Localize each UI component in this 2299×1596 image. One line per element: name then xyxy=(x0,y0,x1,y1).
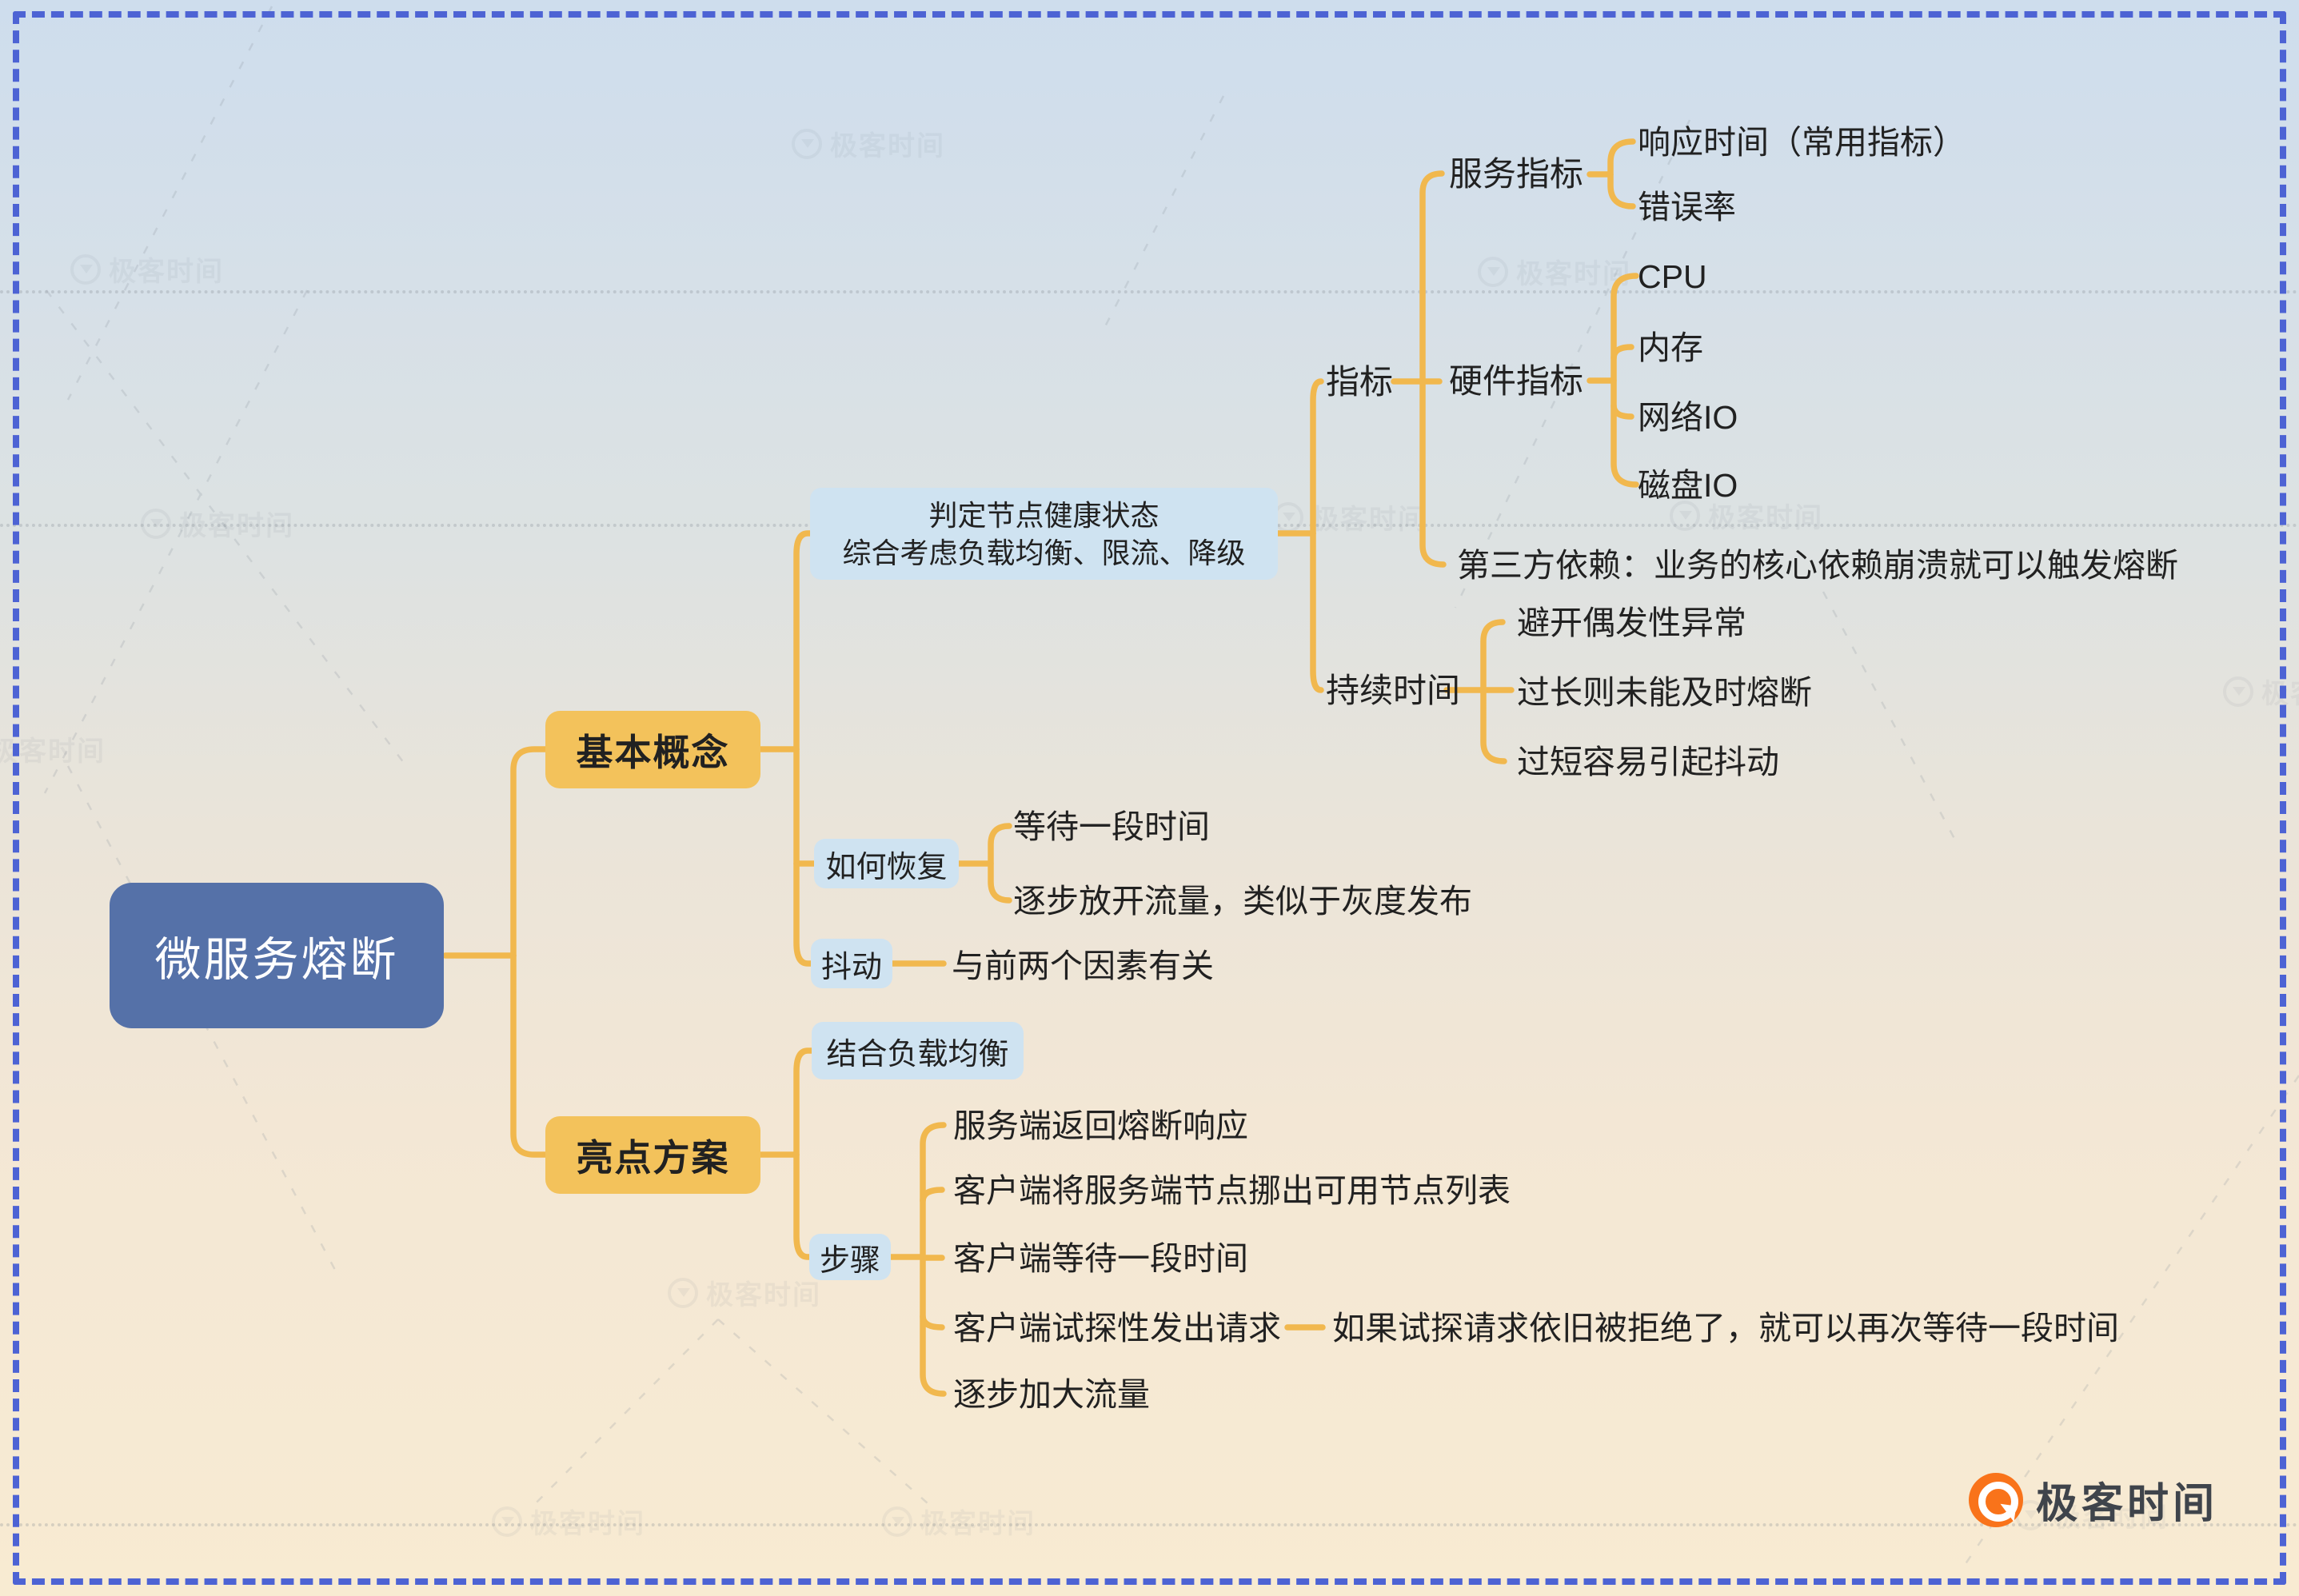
leaf-response-time[interactable]: 响应时间（常用指标） xyxy=(1638,124,1966,161)
leaf-step-server-returns[interactable]: 服务端返回熔断响应 xyxy=(953,1107,1248,1144)
geektime-watermark-icon xyxy=(141,508,171,539)
topic-node-basic-concepts[interactable]: 基本概念 xyxy=(545,711,760,788)
subtopic-node-how-to-recover[interactable]: 如何恢复 xyxy=(814,839,959,888)
geektime-watermark-icon xyxy=(668,1277,698,1308)
geektime-watermark-icon xyxy=(882,1506,912,1537)
topic-label: 亮点方案 xyxy=(576,1136,730,1179)
geektime-watermark-icon xyxy=(792,128,822,159)
watermark: 极客时间 xyxy=(141,504,294,543)
jitter-label: 抖动 xyxy=(820,950,882,984)
subtopic-node-steps[interactable]: 步骤 xyxy=(809,1234,891,1280)
watermark: 极客时间 xyxy=(70,249,224,289)
label-node-duration[interactable]: 持续时间 xyxy=(1326,672,1461,709)
leaf-too-long[interactable]: 过长则未能及时熔断 xyxy=(1517,674,1812,711)
topic-label: 基本概念 xyxy=(576,731,730,773)
dotted-rule xyxy=(0,290,2299,293)
leaf-third-party-dependency[interactable]: 第三方依赖：业务的核心依赖崩溃就可以触发熔断 xyxy=(1457,547,2178,584)
geektime-brand: 极客时间 xyxy=(1969,1470,2218,1530)
leaf-memory[interactable]: 内存 xyxy=(1638,329,1703,366)
watermark: 极客时间 xyxy=(792,124,945,163)
geektime-watermark-icon xyxy=(1478,256,1508,287)
leaf-cpu[interactable]: CPU xyxy=(1638,258,1707,295)
dotted-rule xyxy=(0,1523,2299,1526)
root-node-microservice-circuit-breaking[interactable]: 微服务熔断 xyxy=(110,883,444,1028)
watermark: 极客时间 xyxy=(882,1502,1036,1541)
judge-health-line2: 综合考虑负载均衡、限流、降级 xyxy=(842,536,1246,569)
subtopic-node-judge-health[interactable]: 判定节点健康状态 综合考虑负载均衡、限流、降级 xyxy=(810,488,1278,580)
geektime-watermark-icon xyxy=(70,253,101,285)
geektime-watermark-icon xyxy=(492,1506,522,1537)
leaf-step-client-waits[interactable]: 客户端等待一段时间 xyxy=(953,1240,1248,1277)
watermark: 极客时间 xyxy=(1273,497,1427,537)
topic-node-highlight-plan[interactable]: 亮点方案 xyxy=(545,1116,760,1194)
leaf-disk-io[interactable]: 磁盘IO xyxy=(1638,467,1738,504)
leaf-jitter-note[interactable]: 与前两个因素有关 xyxy=(952,948,1214,984)
label-node-service-metrics[interactable]: 服务指标 xyxy=(1449,155,1584,193)
load-balance-label: 结合负载均衡 xyxy=(826,1037,1009,1071)
leaf-gradually-open-traffic[interactable]: 逐步放开流量，类似于灰度发布 xyxy=(1013,883,1472,920)
geektime-watermark-icon xyxy=(2223,676,2253,707)
root-node-label: 微服务熔断 xyxy=(154,934,399,986)
label-node-hardware-metrics[interactable]: 硬件指标 xyxy=(1449,362,1584,400)
leaf-too-short[interactable]: 过短容易引起抖动 xyxy=(1517,744,1779,780)
leaf-step-increase-traffic[interactable]: 逐步加大流量 xyxy=(953,1376,1150,1413)
geektime-watermark-icon xyxy=(1670,500,1700,531)
recover-label: 如何恢复 xyxy=(825,850,948,884)
geektime-logo-text: 极客时间 xyxy=(2036,1481,2219,1527)
leaf-wait-a-while[interactable]: 等待一段时间 xyxy=(1013,808,1210,845)
geektime-logo-icon xyxy=(1969,1472,2023,1527)
leaf-network-io[interactable]: 网络IO xyxy=(1638,399,1738,436)
watermark: 极客时间 xyxy=(1478,252,1631,291)
leaf-probe-note[interactable]: 如果试探请求依旧被拒绝了，就可以再次等待一段时间 xyxy=(1332,1310,2119,1347)
leaf-error-rate[interactable]: 错误率 xyxy=(1638,189,1736,225)
leaf-avoid-occasional-exception[interactable]: 避开偶发性异常 xyxy=(1517,604,1746,641)
watermark: 极客时间 xyxy=(668,1273,821,1312)
watermark: 极客时间 xyxy=(1670,496,1823,535)
subtopic-node-combine-load-balancing[interactable]: 结合负载均衡 xyxy=(812,1022,1024,1079)
label-node-metrics[interactable]: 指标 xyxy=(1326,363,1394,401)
watermark: 极客时间 xyxy=(492,1502,645,1541)
subtopic-node-jitter[interactable]: 抖动 xyxy=(811,939,892,988)
leaf-step-client-removes-node[interactable]: 客户端将服务端节点挪出可用节点列表 xyxy=(953,1172,1511,1209)
leaf-step-client-probes[interactable]: 客户端试探性发出请求 xyxy=(953,1310,1281,1347)
judge-health-line1: 判定节点健康状态 xyxy=(928,498,1159,532)
watermark: 极客时间 xyxy=(2015,1495,2169,1534)
steps-label: 步骤 xyxy=(819,1243,880,1278)
